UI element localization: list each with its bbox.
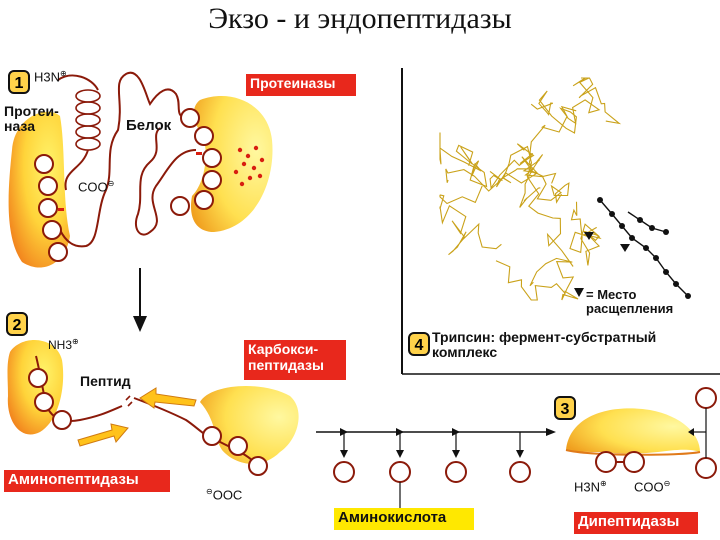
trypsin-caption: Трипсин: фермент-субстратный комплекс bbox=[432, 329, 657, 361]
cleavage-site-legend: = Место расщепления bbox=[586, 287, 674, 317]
h3n-label-p3: H3N⊕ bbox=[574, 479, 607, 495]
down-arrow bbox=[133, 268, 147, 332]
ooc-label: ⊖OOC bbox=[206, 487, 243, 503]
peptide-residues bbox=[28, 368, 268, 476]
protein-chain bbox=[57, 71, 197, 248]
aminopeptidases-box: Аминопептидазы bbox=[4, 470, 170, 492]
trypsin-structure bbox=[439, 77, 622, 301]
amino-acid-release bbox=[316, 428, 556, 508]
panel-number-1: 1 bbox=[8, 70, 30, 94]
cleavage-site-marker bbox=[620, 244, 630, 252]
panel-1-proteinases bbox=[8, 71, 273, 268]
proteinase-label: Протеи- наза bbox=[4, 103, 59, 135]
coo-label-p1: COO⊖ bbox=[78, 179, 115, 195]
peptide-label: Пептид bbox=[80, 373, 131, 389]
protein-label: Белок bbox=[126, 117, 172, 134]
nh3-label: NH3⊕ bbox=[48, 337, 79, 352]
yellow-arrow-left bbox=[139, 387, 197, 409]
active-site-dots bbox=[233, 145, 265, 187]
panel-number-4: 4 bbox=[408, 332, 430, 356]
h3n-label-p1: H3N⊕ bbox=[34, 69, 67, 85]
carboxypeptidase-enzyme bbox=[200, 385, 299, 464]
page-title: Экзо - и эндопептидазы bbox=[208, 2, 512, 35]
panel-4-trypsin bbox=[401, 68, 720, 375]
panel-number-3: 3 bbox=[554, 396, 576, 420]
coo-label-p3: COO⊖ bbox=[634, 479, 671, 495]
carboxypeptidases-box: Карбокси- пептидазы bbox=[244, 340, 346, 380]
amino-acid-box: Аминокислота bbox=[334, 508, 474, 530]
yellow-arrow-right bbox=[77, 423, 129, 447]
protein-helix bbox=[75, 89, 101, 151]
left-chain-residues bbox=[34, 154, 68, 262]
proteinases-box: Протеиназы bbox=[246, 74, 356, 96]
dipeptidase-enzyme bbox=[566, 408, 700, 454]
free-amino-acids bbox=[333, 461, 531, 483]
right-chain-residues bbox=[170, 108, 222, 216]
right-enzyme-blob bbox=[190, 96, 273, 232]
panel-3-dipeptidases bbox=[565, 387, 717, 479]
legend-triangle bbox=[574, 288, 584, 297]
panel-number-2: 2 bbox=[6, 312, 28, 336]
panel-2-exopeptidases bbox=[7, 340, 299, 476]
dipeptidases-box: Дипептидазы bbox=[574, 512, 698, 534]
dipeptide-residues bbox=[595, 387, 717, 479]
